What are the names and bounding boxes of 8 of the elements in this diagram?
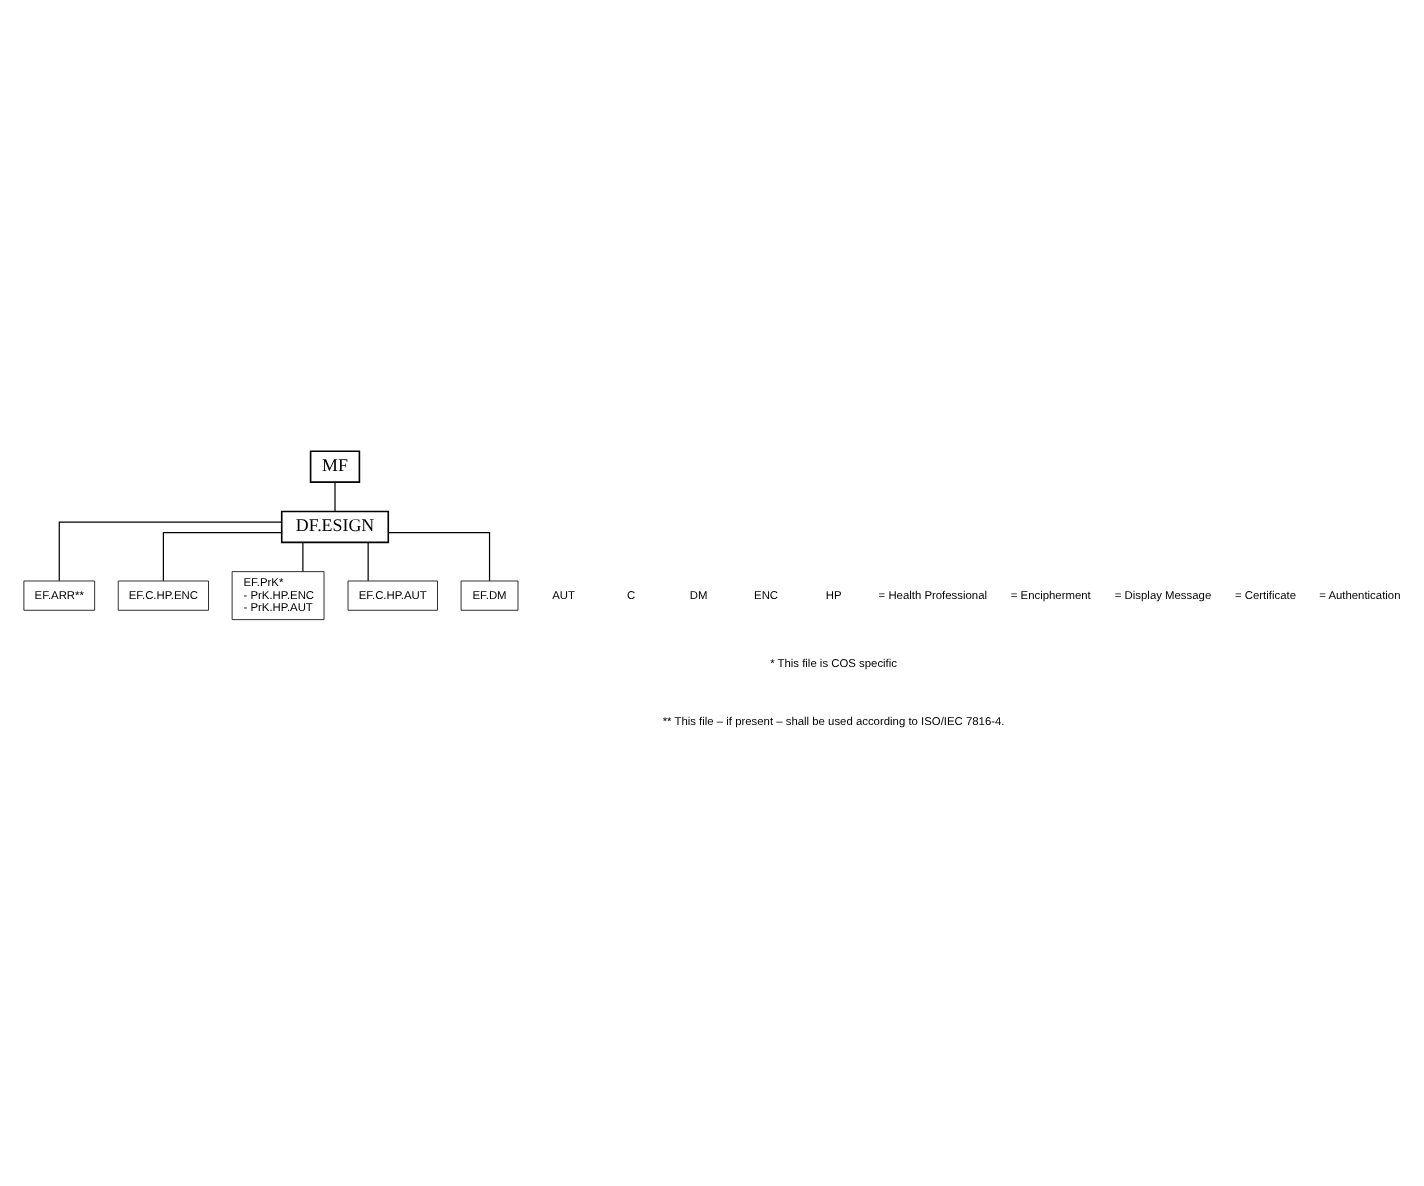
connector <box>334 480 336 511</box>
connector <box>367 540 369 581</box>
node-box: DF.ESIGN <box>280 509 390 543</box>
connector <box>162 531 283 581</box>
connector <box>302 540 304 572</box>
connector <box>58 520 283 581</box>
node-box: MF <box>309 449 361 482</box>
connector <box>387 531 491 581</box>
